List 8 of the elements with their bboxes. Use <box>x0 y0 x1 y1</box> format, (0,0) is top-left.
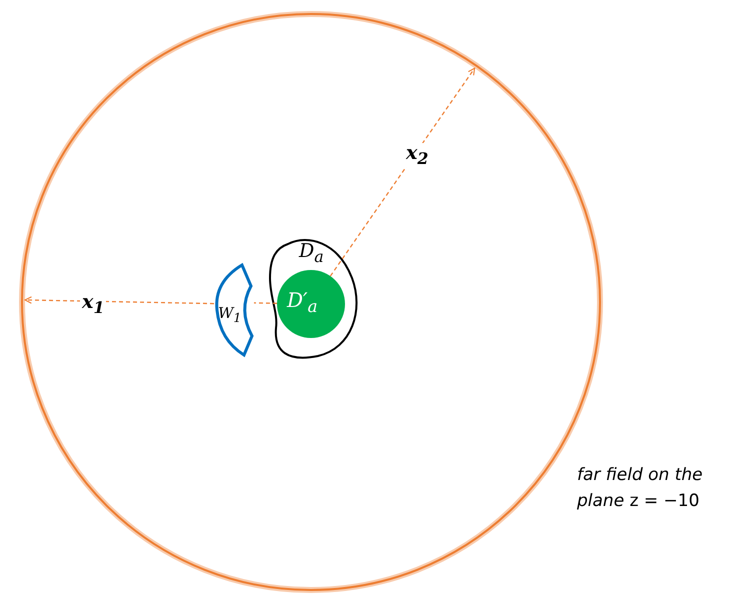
node-label: D$_{a}$ <box>299 240 324 266</box>
dashed-arrow <box>330 68 476 276</box>
node-label: W$_{1}$ <box>218 304 242 325</box>
dashed-line <box>254 302 278 304</box>
node-label: D′$_{a}$ <box>287 288 318 316</box>
dashed-arrow <box>24 296 214 304</box>
note-text: far field on the plane z = −10 <box>577 464 704 512</box>
edge-label: x$_{2}$ <box>404 143 430 168</box>
